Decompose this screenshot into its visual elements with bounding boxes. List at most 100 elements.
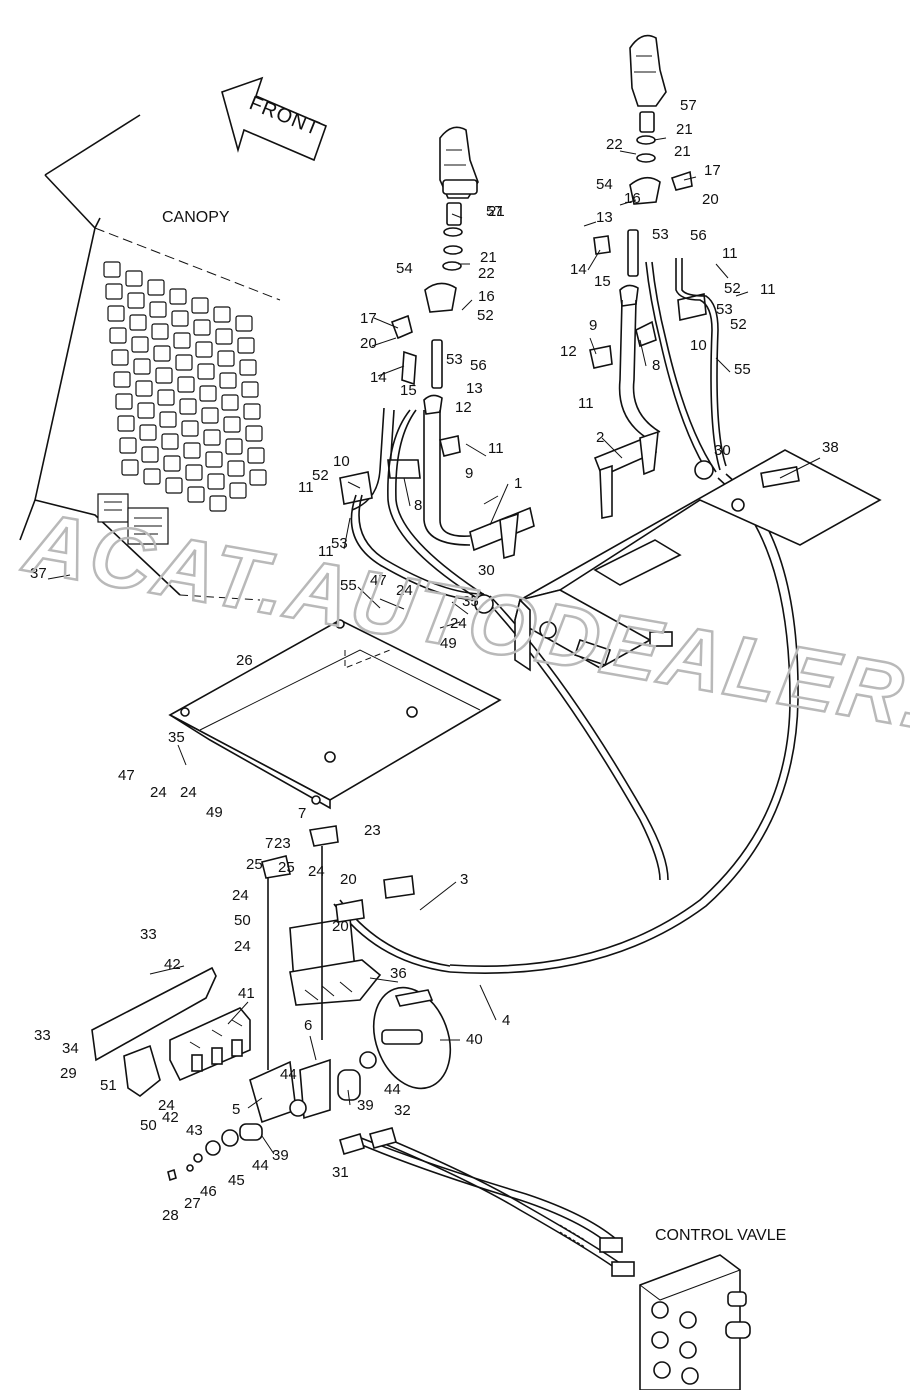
grille-slot	[131, 336, 149, 353]
grille-slot	[161, 433, 179, 450]
floor-plate	[168, 619, 502, 810]
callout-16: 16	[478, 288, 495, 305]
leader-line	[465, 443, 487, 457]
callout-54: 54	[596, 176, 613, 193]
callout-50: 50	[140, 1117, 157, 1134]
callout-8: 8	[414, 497, 422, 514]
grille-slot	[135, 380, 153, 397]
grille-slot	[199, 385, 217, 402]
leader-line	[261, 1135, 275, 1155]
callout-49: 49	[206, 804, 223, 821]
grille-slot	[143, 468, 161, 485]
grille-slot	[201, 407, 219, 424]
callout-40: 40	[466, 1031, 483, 1048]
callout-24: 24	[396, 582, 413, 599]
callout-5: 5	[232, 1101, 240, 1118]
callout-34: 34	[62, 1040, 79, 1057]
callout-24: 24	[450, 615, 467, 632]
grille-slot	[191, 297, 209, 314]
callout-21: 21	[674, 143, 691, 160]
leader-line	[583, 221, 597, 227]
callout-44: 44	[384, 1081, 401, 1098]
callout-8: 8	[652, 357, 660, 374]
leader-line	[47, 574, 71, 580]
callout-33: 33	[140, 926, 157, 943]
grille-slot	[159, 411, 177, 428]
callout-25: 25	[246, 856, 263, 873]
callout-17: 17	[360, 310, 377, 327]
grille-slot	[195, 341, 213, 358]
grille-slot	[173, 332, 191, 349]
callout-28: 28	[162, 1207, 179, 1224]
callout-45: 45	[228, 1172, 245, 1189]
callout-52: 52	[724, 280, 741, 297]
grille-slot	[179, 398, 197, 415]
grille-slot	[223, 416, 241, 433]
callout-10: 10	[690, 337, 707, 354]
callout-9: 9	[465, 465, 473, 482]
callout-50: 50	[234, 912, 251, 929]
callout-11: 11	[318, 543, 334, 560]
control-valve-label: CONTROL VAVLE	[655, 1227, 786, 1244]
grille-slot	[207, 473, 225, 490]
callout-39: 39	[357, 1097, 374, 1114]
callout-10: 10	[333, 453, 350, 470]
callout-20: 20	[340, 871, 357, 888]
callout-37: 37	[30, 565, 47, 582]
grille-slot	[203, 429, 221, 446]
leader-line	[779, 457, 821, 479]
callout-15: 15	[400, 382, 417, 399]
callout-24: 24	[232, 887, 249, 904]
callout-13: 13	[466, 380, 483, 397]
grille-slot	[247, 447, 265, 464]
callout-38: 38	[822, 439, 839, 456]
callout-23: 23	[274, 835, 291, 852]
grille-slot	[155, 367, 173, 384]
grille-slot	[147, 279, 165, 296]
leader-line	[439, 621, 461, 629]
callout-55: 55	[734, 361, 751, 378]
grille-slot	[103, 261, 121, 278]
callout-29: 29	[60, 1065, 77, 1082]
grille-slot	[165, 477, 183, 494]
callout-35: 35	[462, 593, 479, 610]
grille-slot	[141, 446, 159, 463]
grille-slot	[187, 486, 205, 503]
leader-line	[419, 881, 457, 911]
grille-slot	[117, 415, 135, 432]
leader-line	[451, 601, 469, 615]
grille-slot	[215, 328, 233, 345]
callout-51: 51	[100, 1077, 117, 1094]
leader-line	[489, 483, 509, 526]
canopy-grille	[103, 261, 267, 512]
callout-16: 16	[624, 190, 641, 207]
callout-32: 32	[394, 1102, 411, 1119]
leader-line	[735, 291, 749, 297]
grille-slot	[235, 315, 253, 332]
callout-42: 42	[162, 1109, 179, 1126]
callout-11: 11	[760, 281, 776, 298]
callout-53: 53	[716, 301, 733, 318]
callout-24: 24	[234, 938, 251, 955]
callout-46: 46	[200, 1183, 217, 1200]
grille-slot	[237, 337, 255, 354]
callout-22: 22	[606, 136, 623, 153]
callout-25: 25	[278, 859, 295, 876]
callout-11: 11	[488, 440, 504, 457]
grille-slot	[241, 381, 259, 398]
callout-31: 31	[332, 1164, 349, 1181]
callout-42: 42	[164, 956, 181, 973]
grille-slot	[183, 442, 201, 459]
grille-slot	[115, 393, 133, 410]
grille-slot	[133, 358, 151, 375]
grille-slot	[245, 425, 263, 442]
callout-41: 41	[238, 985, 255, 1002]
grille-slot	[113, 371, 131, 388]
leader-line	[403, 477, 411, 507]
callout-47: 47	[118, 767, 135, 784]
leader-line	[653, 137, 667, 141]
callout-numbers: 1234567788991010111111111111121213131414…	[30, 97, 839, 1224]
callout-7: 7	[265, 835, 273, 852]
leader-line	[461, 299, 473, 311]
callout-35: 35	[168, 729, 185, 746]
